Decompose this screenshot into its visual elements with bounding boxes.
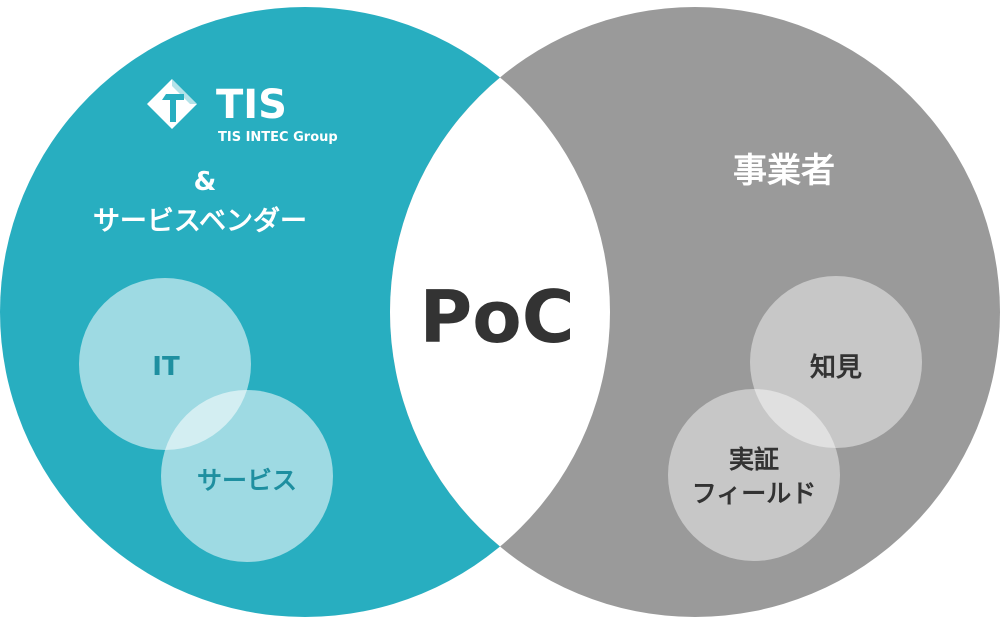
service-bubble <box>161 390 333 562</box>
it-bubble-label: IT <box>152 352 180 382</box>
knowledge-bubble-label: 知見 <box>810 353 862 383</box>
knowledge-bubble <box>750 276 922 448</box>
logo-name: TIS <box>216 82 287 128</box>
logo-subtitle: TIS INTEC Group <box>218 130 338 145</box>
ampersand-label: & <box>194 167 217 197</box>
poc-label: PoC <box>419 275 574 359</box>
field-bubble <box>668 389 840 561</box>
intersection-lens <box>390 7 610 617</box>
tis-diamond-logo-icon <box>147 79 197 129</box>
business-operator-title: 事業者 <box>733 151 835 191</box>
vendor-label: サービスベンダー <box>93 205 307 237</box>
service-bubble-label: サービス <box>197 466 297 495</box>
field-bubble-label-line2: フィールド <box>692 479 817 508</box>
field-bubble-label-line1: 実証 <box>729 445 779 474</box>
